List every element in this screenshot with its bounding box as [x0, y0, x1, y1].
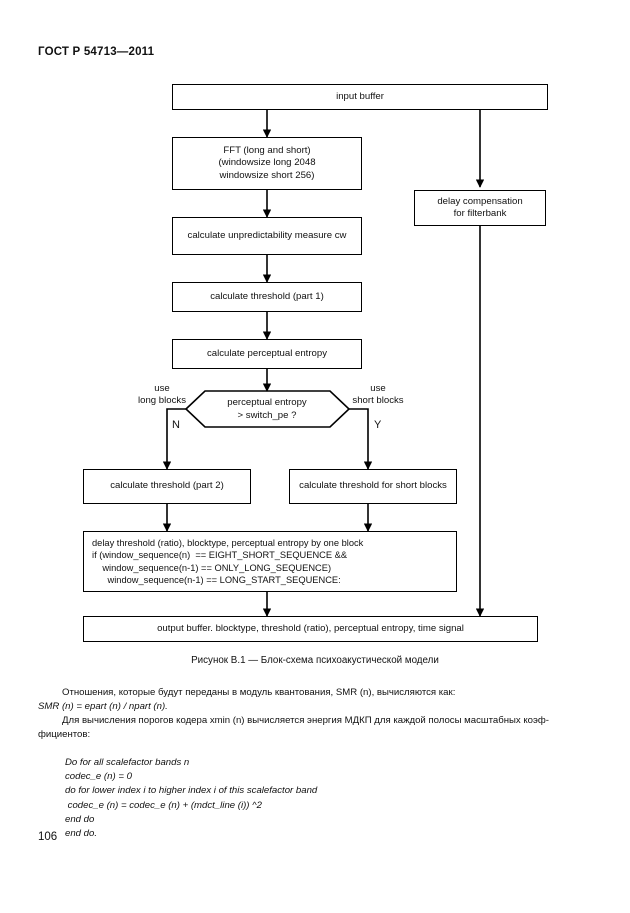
paragraph-smr-formula: SMR (n) = epart (n) / npart (n).	[38, 701, 168, 713]
paragraph-smr-intro: Отношения, которые будут переданы в моду…	[38, 686, 594, 700]
paragraph-xmin-intro: Для вычисления порогов кодера xmin (n) в…	[38, 714, 594, 728]
node-delay-compensation[interactable]: delay compensation for filterbank	[414, 190, 546, 226]
document-header: ГОСТ Р 54713—2011	[38, 46, 155, 58]
node-unpredictability-measure[interactable]: calculate unpredictability measure cw	[172, 217, 362, 255]
page-number: 106	[38, 831, 58, 843]
node-fft[interactable]: FFT (long and short) (windowsize long 20…	[172, 137, 362, 190]
paragraph-xmin-line1: Для вычисления порогов кодера xmin (n) в…	[62, 715, 549, 727]
paragraph-xmin-cont: фициентов:	[38, 729, 91, 741]
psychoacoustic-model-flowchart: input buffer FFT (long and short) (windo…	[83, 84, 548, 642]
node-input-buffer[interactable]: input buffer	[172, 84, 548, 110]
node-perceptual-entropy[interactable]: calculate perceptual entropy	[172, 339, 362, 369]
node-threshold-short-blocks[interactable]: calculate threshold for short blocks	[289, 469, 457, 504]
connector-yes-branch	[349, 408, 373, 470]
paragraph-smr-intro-text: Отношения, которые будут переданы в моду…	[62, 687, 456, 698]
figure-caption: Рисунок В.1 — Блок-схема психоакустическ…	[191, 655, 439, 666]
pseudocode-block: Do for all scalefactor bands n codec_e (…	[65, 757, 318, 840]
body-text-block: Отношения, которые будут переданы в моду…	[38, 686, 594, 742]
label-branch-yes: Y	[374, 419, 382, 431]
node-threshold-part1[interactable]: calculate threshold (part 1)	[172, 282, 362, 312]
node-threshold-part2[interactable]: calculate threshold (part 2)	[83, 469, 251, 504]
node-delay-block[interactable]: delay threshold (ratio), blocktype, perc…	[83, 531, 457, 592]
label-use-long-blocks: use long blocks	[138, 383, 186, 406]
label-use-short-blocks: use short blocks	[352, 383, 404, 406]
connector-no-branch	[162, 408, 186, 470]
decision-label: perceptual entropy > switch_pe ?	[227, 397, 307, 421]
flowchart-connectors	[162, 110, 485, 617]
node-output-buffer[interactable]: output buffer. blocktype, threshold (rat…	[83, 616, 538, 642]
label-branch-no: N	[172, 419, 180, 431]
